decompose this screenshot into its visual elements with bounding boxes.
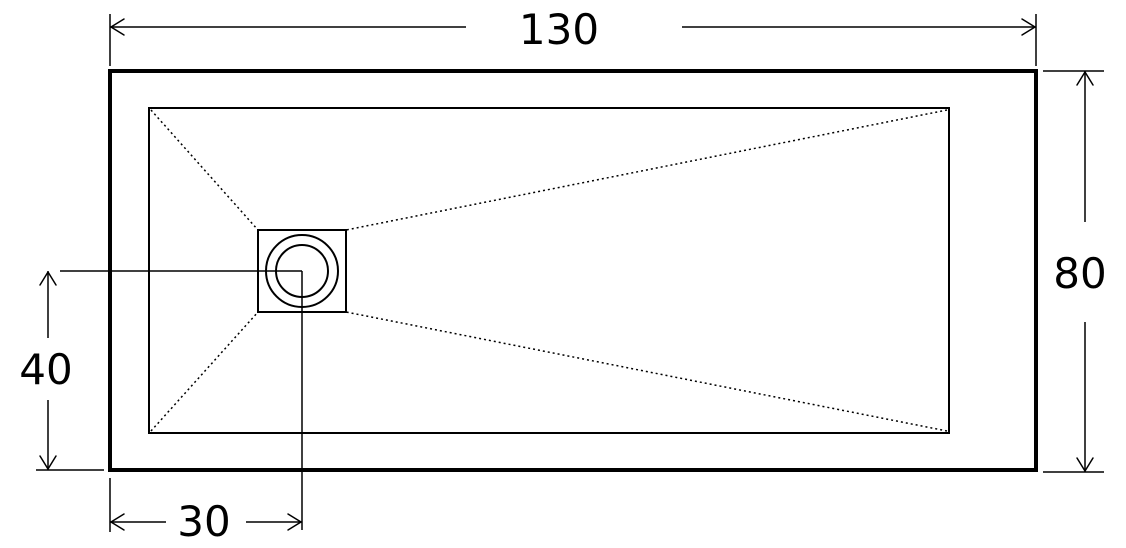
width-dimension: 130 [109,5,1037,66]
drain-edge-label: 40 [19,345,72,394]
width-arrow-left [110,18,125,36]
drain-edge-dimension: 40 [19,271,104,471]
depth-dimension: 80 [1043,70,1107,473]
width-label: 130 [519,5,599,54]
drain-side-dimension: 30 [109,478,302,546]
depth-arrow-bottom [1076,457,1094,472]
depth-label: 80 [1053,249,1106,298]
slope-line-bottom-left [150,311,259,432]
drain-side-label: 30 [177,497,230,546]
drain-side-arrow-left [110,513,125,531]
drain-side-arrow-right [287,513,302,531]
drain-edge-arrow-bottom [39,455,57,470]
slope-line-bottom-right [345,311,948,432]
slope-line-top-left [150,109,259,231]
depth-arrow-top [1076,71,1094,86]
width-arrow-right [1021,18,1036,36]
slope-line-top-right [345,109,948,231]
slope-lines [150,109,948,432]
drain-edge-arrow-top [39,271,57,286]
